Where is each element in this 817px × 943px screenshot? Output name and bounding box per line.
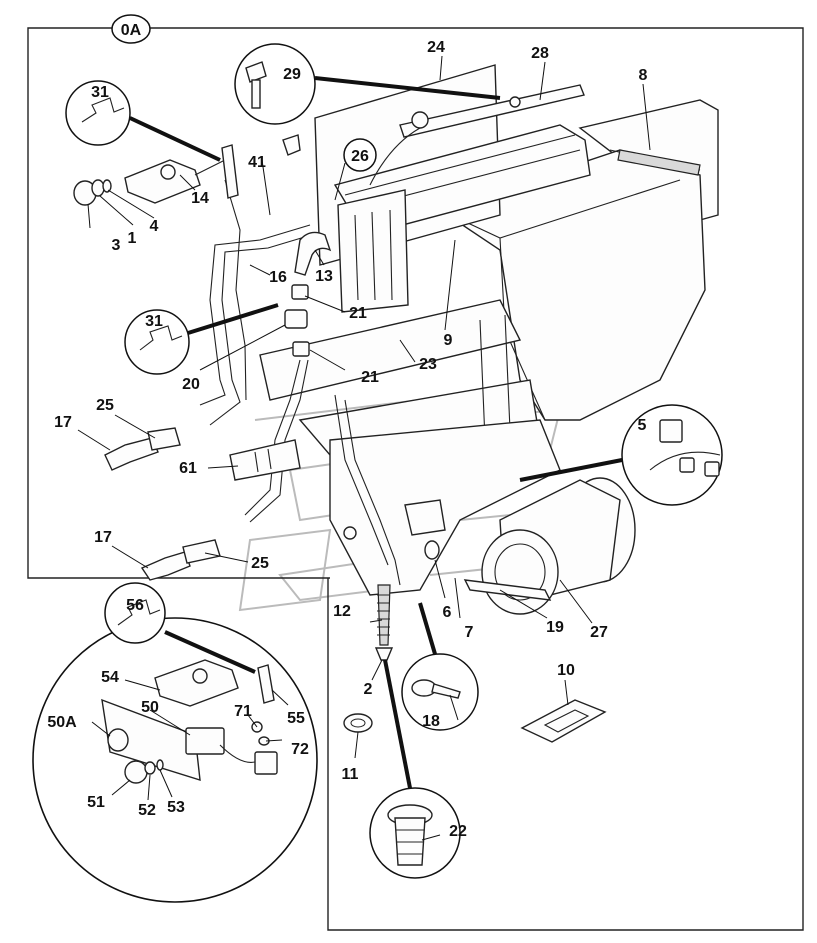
callout-12: 12 — [333, 603, 351, 620]
washer-seal — [343, 713, 373, 733]
callout-31: 31 — [145, 313, 163, 330]
callout-56: 56 — [126, 597, 144, 614]
pipe-fitting-lower — [140, 539, 221, 581]
callout-4: 4 — [150, 218, 159, 235]
blower-motor — [463, 477, 636, 615]
callout-25: 25 — [96, 397, 114, 414]
heater-matrix — [314, 64, 591, 313]
callout-51: 51 — [87, 794, 105, 811]
callout-20: 20 — [182, 376, 200, 393]
callout-8: 8 — [639, 67, 648, 84]
hose — [294, 231, 332, 276]
callout-50: 50 — [141, 699, 159, 716]
callout-1: 1 — [128, 230, 137, 247]
callout-52: 52 — [138, 802, 156, 819]
detail-control-panel — [32, 582, 318, 903]
callout-26: 26 — [351, 148, 369, 165]
callout-27: 27 — [590, 624, 608, 641]
callout-6: 6 — [443, 604, 452, 621]
callout-11: 11 — [342, 766, 359, 783]
control-bracket — [124, 159, 226, 204]
detail-26 — [334, 138, 377, 201]
callout-18: 18 — [422, 713, 440, 730]
callout-labels: 29 24 28 8 31 41 26 3 1 4 14 13 16 21 9 … — [47, 39, 647, 840]
callout-61: 61 — [179, 460, 197, 477]
assembly-frame — [27, 27, 804, 931]
clip-41 — [282, 134, 301, 156]
callout-21: 21 — [361, 369, 379, 386]
detail-31-top — [65, 80, 221, 162]
callout-17: 17 — [54, 414, 72, 431]
pipe-fitting-upper — [104, 427, 181, 471]
callout-54: 54 — [101, 669, 119, 686]
callout-10: 10 — [557, 662, 575, 679]
drain-tube — [374, 584, 394, 661]
callout-25: 25 — [251, 555, 269, 572]
callout-3: 3 — [112, 237, 121, 254]
callout-24: 24 — [427, 39, 445, 56]
callout-19: 19 — [546, 619, 564, 636]
leader-lines — [77, 55, 651, 841]
callout-71: 71 — [234, 703, 252, 720]
callout-16: 16 — [269, 269, 287, 286]
callout-21: 21 — [349, 305, 367, 322]
callout-17: 17 — [94, 529, 112, 546]
callout-29: 29 — [283, 66, 301, 83]
callout-55: 55 — [287, 710, 305, 727]
callout-9: 9 — [444, 332, 453, 349]
gasket-pad — [520, 699, 607, 743]
lower-housing — [329, 394, 561, 596]
control-knob — [73, 179, 112, 206]
coolant-pipes — [199, 179, 319, 523]
mounting-plate — [229, 439, 301, 481]
detail-31-mid — [124, 303, 279, 375]
callout-22: 22 — [449, 823, 467, 840]
detail-18-screw — [401, 602, 479, 731]
callout-41: 41 — [248, 154, 266, 171]
callout-50A: 50A — [47, 714, 77, 731]
callout-5: 5 — [638, 417, 647, 434]
callout-31: 31 — [91, 84, 109, 101]
detail-22-grommet — [369, 659, 461, 879]
callout-53: 53 — [167, 799, 185, 816]
detail-29 — [234, 43, 501, 125]
callout-14: 14 — [191, 190, 209, 207]
callout-23: 23 — [419, 356, 437, 373]
tab-strip — [221, 144, 239, 199]
callout-7: 7 — [465, 624, 474, 641]
callout-28: 28 — [531, 45, 549, 62]
callout-72: 72 — [291, 741, 309, 758]
assembly-tag-0A: 0A — [111, 14, 151, 44]
callout-13: 13 — [315, 268, 333, 285]
detail-5-connector — [519, 404, 723, 506]
support-bracket — [369, 84, 585, 186]
assembly-tag-label: 0A — [121, 22, 142, 39]
control-valve — [284, 284, 310, 357]
heater-box — [438, 99, 719, 421]
callout-2: 2 — [364, 681, 373, 698]
